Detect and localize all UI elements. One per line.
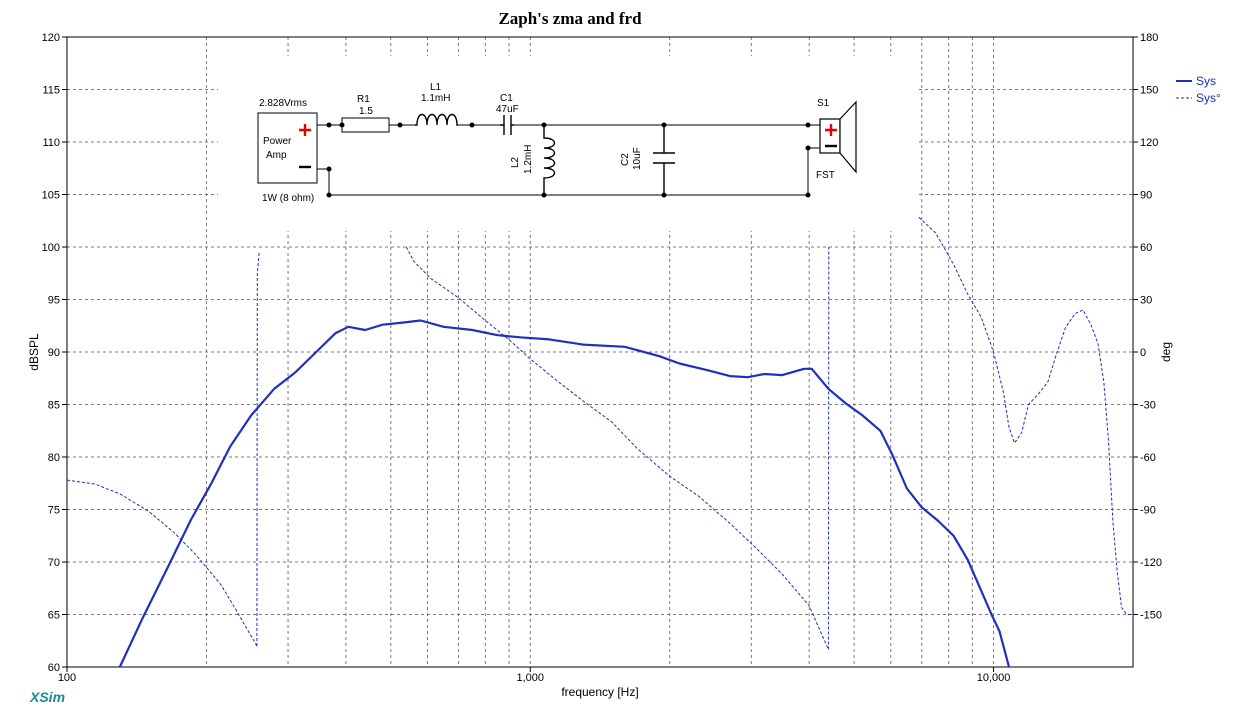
chart-title: Zaph's zma and frd — [498, 9, 642, 28]
y2-tick-label: 120 — [1140, 137, 1158, 149]
c2-value: 10uF — [632, 147, 643, 170]
y2-tick-label: -150 — [1140, 610, 1162, 622]
schematic-background — [218, 56, 918, 231]
series-line-sys — [118, 319, 1011, 668]
capacitor-c2 — [653, 125, 675, 195]
inductor-l1 — [415, 113, 458, 126]
speaker-model: FST — [816, 170, 835, 181]
y2-tick-label: -60 — [1140, 452, 1156, 464]
legend: Sys Sys° — [1176, 74, 1221, 105]
y2-tick-label: -120 — [1140, 557, 1162, 569]
y-tick-label: 100 — [42, 242, 60, 254]
y-tick-label: 105 — [42, 190, 60, 202]
source-voltage-label: 2.828Vrms — [259, 98, 307, 109]
amp-plus-icon — [299, 124, 311, 136]
junction-dots — [326, 122, 811, 198]
y-tick-label: 85 — [48, 400, 60, 412]
xsim-logo: XSim — [30, 689, 66, 705]
speaker-icon — [819, 100, 857, 174]
legend-label-sys-phase: Sys° — [1196, 91, 1221, 105]
series-line-sys-phase — [256, 252, 260, 647]
y-axis-ticks: 60 65 70 75 80 85 90 95 100 105 110 115 120 — [42, 32, 67, 674]
y2-tick-label: 0 — [1140, 347, 1146, 359]
series-layer — [66, 216, 1133, 668]
l2-value: 1.2mH — [523, 145, 534, 174]
x-axis-label: frequency [Hz] — [561, 685, 638, 699]
y2-tick-label: 150 — [1140, 85, 1158, 97]
r1-name: R1 — [357, 94, 370, 105]
y-tick-label: 75 — [48, 505, 60, 517]
y2-tick-label: -30 — [1140, 400, 1156, 412]
y-tick-label: 65 — [48, 610, 60, 622]
y-tick-label: 110 — [42, 137, 60, 149]
y-tick-label: 90 — [48, 347, 60, 359]
c1-name: C1 — [500, 93, 513, 104]
x-axis-ticks: 100 1,000 10,000 — [58, 667, 1011, 684]
y2-tick-label: 90 — [1140, 190, 1152, 202]
legend-label-sys: Sys — [1196, 74, 1216, 88]
y2-tick-label: 180 — [1140, 32, 1158, 44]
y2-axis-label: deg — [1159, 342, 1173, 362]
inductor-l2 — [543, 125, 556, 195]
bottom-wire — [317, 168, 808, 196]
y-tick-label: 60 — [48, 662, 60, 674]
series-line-sys-phase — [405, 246, 829, 650]
x-tick-label: 10,000 — [977, 672, 1011, 684]
c1-value: 47uF — [496, 104, 519, 115]
y-axis-label: dBSPL — [27, 333, 41, 371]
l1-name: L1 — [430, 82, 442, 93]
y-tick-label: 95 — [48, 295, 60, 307]
y2-tick-label: 60 — [1140, 242, 1152, 254]
r1-value: 1.5 — [359, 106, 373, 117]
source-power-label: 1W (8 ohm) — [262, 193, 314, 204]
y-tick-label: 120 — [42, 32, 60, 44]
x-tick-label: 100 — [58, 672, 76, 684]
series-line-sys-phase — [918, 216, 1133, 615]
series-line-sys-phase — [66, 479, 258, 647]
l2-name: L2 — [510, 156, 521, 168]
x-tick-label: 1,000 — [517, 672, 545, 684]
y-tick-label: 70 — [48, 557, 60, 569]
y2-tick-label: 30 — [1140, 295, 1152, 307]
y-tick-label: 80 — [48, 452, 60, 464]
power-amp-label-line2: Amp — [266, 150, 287, 161]
speaker-wires — [807, 124, 820, 195]
speaker-name: S1 — [817, 98, 830, 109]
power-amp-box — [257, 112, 318, 184]
capacitor-c1 — [500, 115, 514, 135]
c2-name: C2 — [620, 153, 631, 166]
resistor-r1 — [341, 117, 390, 133]
l1-value: 1.1mH — [421, 93, 450, 104]
y2-tick-label: -90 — [1140, 505, 1156, 517]
y-tick-label: 115 — [42, 85, 60, 97]
circuit-schematic: 2.828Vrms Power Amp 1W (8 ohm) R1 1.5 L1… — [218, 56, 918, 231]
y2-axis-ticks: -150 -120 -90 -60 -30 0 30 60 90 120 150 180 — [1133, 32, 1162, 622]
power-amp-label-line1: Power — [263, 136, 292, 147]
